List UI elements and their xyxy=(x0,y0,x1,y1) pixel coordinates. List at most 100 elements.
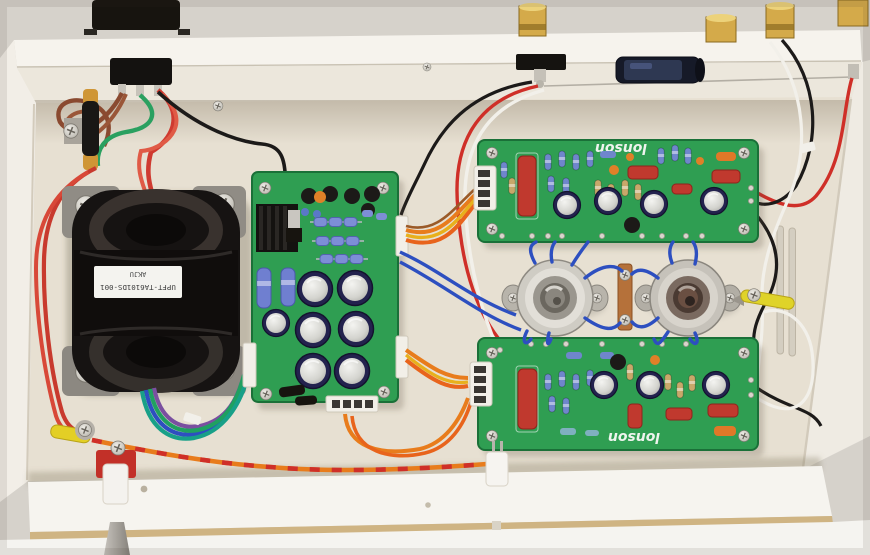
diode xyxy=(278,384,306,398)
signal-wire-black xyxy=(399,80,533,216)
wire-orange xyxy=(404,358,469,389)
filter-capacitor xyxy=(337,310,375,348)
electrolytic-capacitor xyxy=(593,186,623,216)
film-capacitor-red xyxy=(627,165,659,180)
film-capacitor-red xyxy=(711,169,741,184)
resistor-row xyxy=(315,253,369,265)
diode xyxy=(295,395,318,406)
socket-wiring-blue xyxy=(522,240,699,346)
pcb-screw xyxy=(258,181,272,195)
film-capacitor-orange xyxy=(716,152,736,161)
rca-jack-rear-body xyxy=(516,54,566,70)
white-extender xyxy=(102,463,129,505)
wire-green xyxy=(147,374,247,433)
iec-power-inlet-exterior xyxy=(92,0,180,30)
chassis-screw xyxy=(212,100,224,112)
mains-wire-black xyxy=(156,90,288,182)
front-rail-tab xyxy=(492,521,501,530)
tube-socket-left xyxy=(501,259,609,337)
rca-jack xyxy=(765,4,795,39)
solder-lug xyxy=(534,69,546,82)
floor-vent-slots xyxy=(776,225,796,357)
filter-capacitor xyxy=(333,352,371,390)
filter-capacitor xyxy=(294,352,332,390)
rca-jack xyxy=(705,16,737,43)
wire-orange xyxy=(350,401,473,458)
pcb-screw xyxy=(485,222,499,236)
pcb-screw xyxy=(485,429,499,443)
back-wall-components xyxy=(516,54,859,88)
front-area xyxy=(50,420,509,555)
electrolytic-capacitor xyxy=(552,190,582,220)
pcb-screw xyxy=(377,385,391,399)
wire-orange xyxy=(405,197,481,245)
pcb-screw xyxy=(737,146,751,160)
pcb-brand-silkscreen: lonson xyxy=(608,429,660,445)
transformer-label: UPFT-TA6101DS-001 AKJU xyxy=(94,266,182,298)
left-wall xyxy=(0,40,36,502)
heater-wire-blue xyxy=(399,250,517,317)
film-capacitor-red xyxy=(627,403,643,429)
film-capacitor-orange xyxy=(714,426,736,436)
transistor xyxy=(624,217,640,233)
front-rail-gold-edge xyxy=(30,516,833,540)
electrolytic-capacitor xyxy=(635,370,665,400)
psu-board xyxy=(242,171,409,413)
filter-capacitor xyxy=(336,269,374,307)
wire-brown xyxy=(405,188,476,229)
front-rail-screw-hole xyxy=(140,485,148,493)
blue-capacitor xyxy=(256,267,272,309)
wire-orange xyxy=(405,191,479,235)
tube-socket-right xyxy=(634,259,742,337)
pcb-screw xyxy=(259,387,273,401)
led-wire-twisted-red xyxy=(91,437,488,473)
front-switch-assembly xyxy=(96,440,136,505)
filter-capacitor xyxy=(296,270,334,308)
front-rail xyxy=(28,466,832,532)
rca-jacks xyxy=(518,0,869,43)
ground-wire-green xyxy=(95,93,155,167)
psu-input-connector-left xyxy=(242,342,257,388)
filter-capacitor xyxy=(294,311,332,349)
transformer-secondary-wires xyxy=(139,371,249,441)
wire-teal xyxy=(139,381,249,441)
pcb-screw xyxy=(737,346,751,360)
fuse-cap-amber xyxy=(83,89,98,105)
film-capacitor-red-large xyxy=(517,368,538,430)
rca-jack xyxy=(837,0,869,27)
transformer-label-paper xyxy=(94,266,182,298)
signal-wire-black xyxy=(756,386,823,427)
rear-panel xyxy=(84,0,869,43)
front-led-holder xyxy=(485,441,509,487)
regulator-tab xyxy=(288,210,300,230)
heatsink xyxy=(256,204,302,252)
tube-sockets xyxy=(501,240,742,346)
fuse-cap-amber xyxy=(83,153,98,170)
power-transformer: UPFT-TA6101DS-001 AKJU xyxy=(62,186,252,441)
transistors xyxy=(301,186,380,218)
transformer-label-text-1: UPFT-TA6101DS-001 xyxy=(100,283,176,292)
pcb-screw xyxy=(737,429,751,443)
switch-screw xyxy=(110,440,126,456)
front-outside xyxy=(0,520,870,555)
terminal-strip xyxy=(617,263,633,331)
front-rail-screw-hole xyxy=(425,502,431,508)
orange-disc-capacitor xyxy=(650,355,660,365)
fuse-body xyxy=(82,101,99,156)
wire-yellow xyxy=(405,194,480,240)
orange-harness xyxy=(343,188,522,458)
resistor-row xyxy=(309,216,363,228)
transistor xyxy=(610,354,626,370)
yellow-standoff xyxy=(731,288,795,310)
wire-orange xyxy=(343,397,470,454)
regulator-body xyxy=(286,228,302,242)
wire-yellow xyxy=(404,353,469,385)
electrolytic-capacitor xyxy=(589,370,619,400)
cable-tie xyxy=(183,412,202,426)
fuse-holder xyxy=(62,89,99,170)
chassis-screw xyxy=(422,62,432,72)
ground-lug xyxy=(50,420,95,444)
film-capacitor-red-large xyxy=(517,155,537,217)
